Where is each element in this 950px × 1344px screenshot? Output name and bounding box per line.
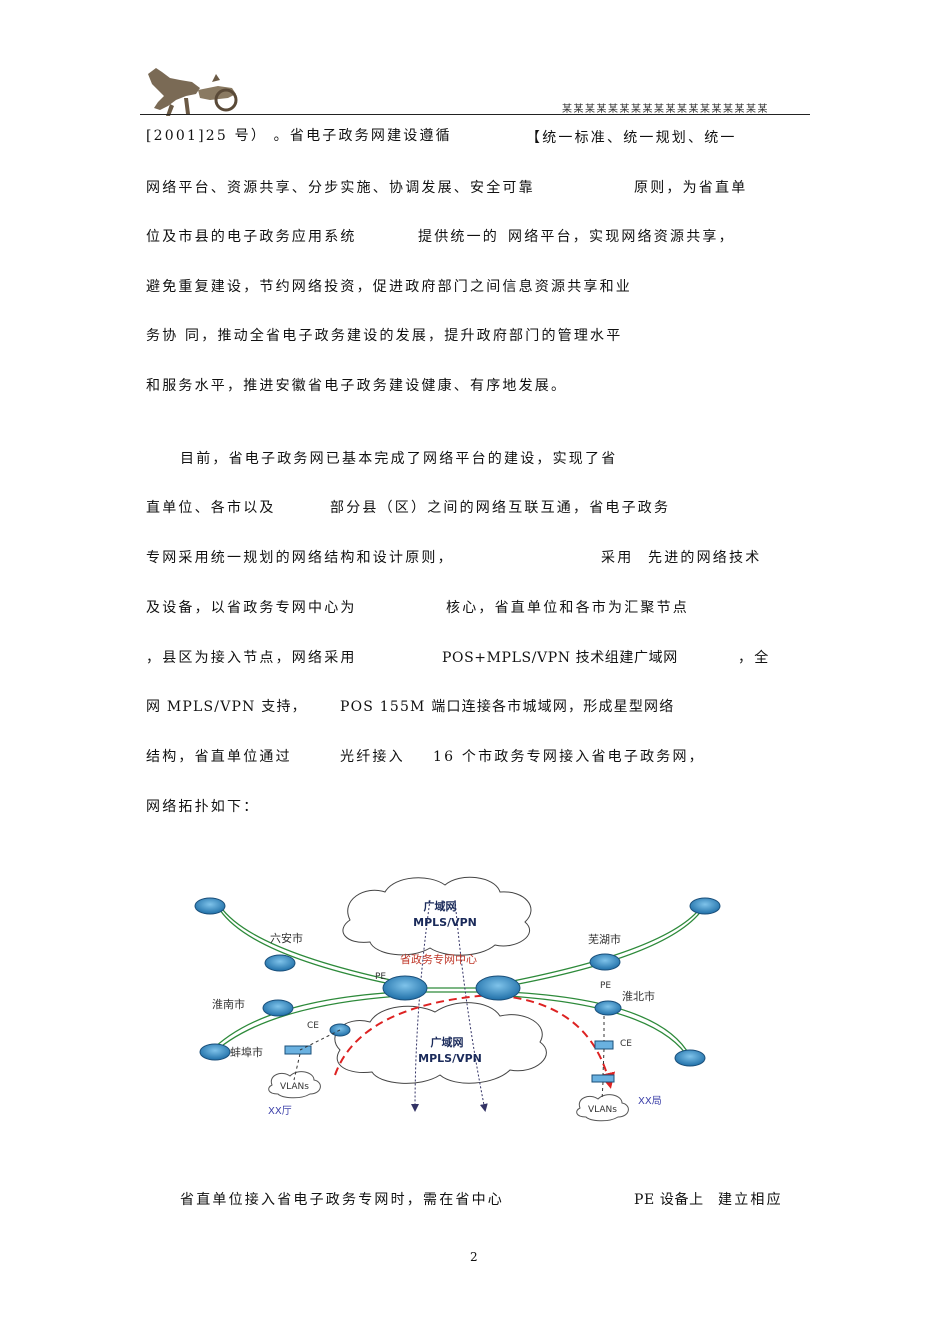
center-label: 省政务专网中心 xyxy=(400,952,477,966)
text-line: 提供统一的 xyxy=(418,229,499,245)
text-line: 目前，省电子政务网已基本完成了网络平台的建设，实现了省 xyxy=(180,451,618,467)
text-line: 避免重复建设，节约网络投资，促进政府部门之间信息资源共享和业 xyxy=(146,279,632,295)
text-line: 先进的网络技术 xyxy=(648,550,762,566)
ce-label: CE xyxy=(620,1039,632,1049)
text-line: 直单位、各市以及 xyxy=(146,500,276,516)
city-label: 蚌埠市 xyxy=(230,1045,263,1059)
text-line: 网络拓扑如下： xyxy=(146,799,260,815)
cloud-top xyxy=(342,876,532,956)
text-line: 结构，省直单位通过 xyxy=(146,749,292,765)
text-line: 采用 xyxy=(601,550,634,566)
text-line: 和服务水平，推进安徽省电子政务建设健康、有序地发展。 xyxy=(146,378,568,394)
text-line: 专网采用统一规划的网络结构和设计原则， xyxy=(146,550,454,566)
text-line: 网络平台，实现网络资源共享， xyxy=(508,229,735,245)
text-line: 【统一标准、统一规划、统一 xyxy=(526,130,737,146)
text-line: 务协 同，推动全省电子政务建设的发展，提升政府部门的管理水平 xyxy=(146,328,623,344)
text-line: 光纤接入 xyxy=(340,749,405,765)
text-line: 省直单位接入省电子政务专网时，需在省中心 xyxy=(180,1192,504,1208)
page-number: 2 xyxy=(470,1250,478,1264)
text-line: 核心，省直单位和各市为汇聚节点 xyxy=(446,600,689,616)
pe-label: PE xyxy=(375,972,386,982)
network-topology-diagram: 广域网 MPLS/VPN 广域网 MPLS/VPN 六安市 芜湖市 淮南市 淮北… xyxy=(194,876,721,1122)
text-line: ，全 xyxy=(738,650,771,666)
text-line: [2001]25 号） 。省电子政务网建设遵循 xyxy=(146,128,452,144)
text-line: 位及市县的电子政务应用系统 xyxy=(146,229,357,245)
text-line: POS+MPLS/VPN 技术组建广域网 xyxy=(442,650,678,666)
text-line: 及设备，以省政务专网中心为 xyxy=(146,600,357,616)
vlans-label: VLANs xyxy=(588,1105,617,1115)
text-line: PE 设备上 xyxy=(634,1192,704,1208)
pe-label: PE xyxy=(600,981,611,991)
cloud-bottom-label: 广域网 xyxy=(431,1035,464,1049)
text-line: ，县区为接入节点，网络采用 xyxy=(146,650,357,666)
text-line: 部分县（区）之间的网络互联互通，省电子政务 xyxy=(330,500,671,516)
text-line: 原则，为省直单 xyxy=(634,180,748,196)
vpn-paths xyxy=(411,899,488,1112)
text-line: 网络平台、资源共享、分步实施、协调发展、安全可靠 xyxy=(146,180,535,196)
text-line: 建立相应 xyxy=(718,1192,783,1208)
text-line: POS 155M 端口连接各市城域网，形成星型网络 xyxy=(340,699,675,715)
city-label: 六安市 xyxy=(270,931,303,945)
header-rule xyxy=(140,114,810,115)
horse-chariot-logo xyxy=(148,68,238,116)
city-label: 淮北市 xyxy=(622,989,655,1003)
cloud-top-label: 广域网 xyxy=(424,899,457,913)
vlans-label: VLANs xyxy=(280,1082,309,1092)
cloud-top-label: MPLS/VPN xyxy=(413,916,477,929)
ce-label: CE xyxy=(307,1021,319,1031)
cloud-bottom xyxy=(334,1002,547,1084)
city-label: 芜湖市 xyxy=(588,932,621,946)
dept-label: XX局 xyxy=(638,1095,662,1107)
ring-links xyxy=(209,905,703,1061)
dept-label: XX厅 xyxy=(268,1106,292,1117)
text-line: 网 MPLS/VPN 支持， xyxy=(146,699,307,715)
cloud-bottom-label: MPLS/VPN xyxy=(418,1052,482,1065)
text-line: 16 个市政务专网接入省电子政务网， xyxy=(433,749,705,765)
city-label: 淮南市 xyxy=(212,997,245,1011)
router-icon xyxy=(194,897,721,1067)
header-text: 某某某某某某某某某某某某某某某某某某 xyxy=(562,104,769,115)
